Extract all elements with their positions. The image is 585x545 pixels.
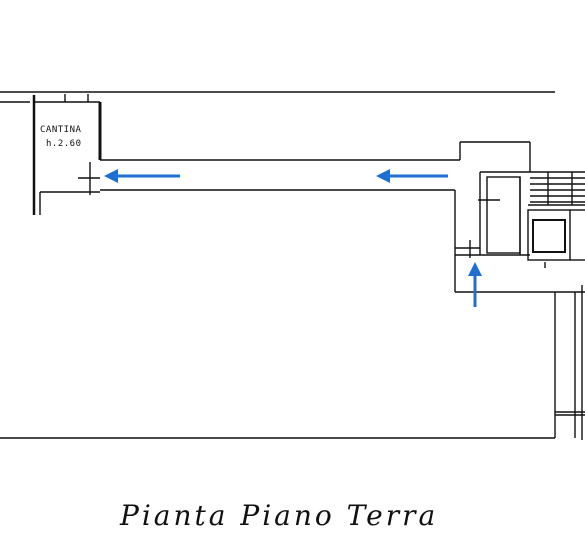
- room-name-label: CANTINA: [40, 125, 82, 135]
- arrows: [104, 169, 482, 307]
- room-cantina: CANTINA h.2.60: [40, 125, 82, 149]
- arrow-left-icon: [104, 169, 180, 183]
- plan-title: Pianta Piano Terra: [119, 499, 438, 532]
- arrow-left-icon: [376, 169, 448, 183]
- room-height-label: h.2.60: [46, 139, 82, 149]
- arrow-up-icon: [468, 262, 482, 307]
- walls: [0, 91, 585, 440]
